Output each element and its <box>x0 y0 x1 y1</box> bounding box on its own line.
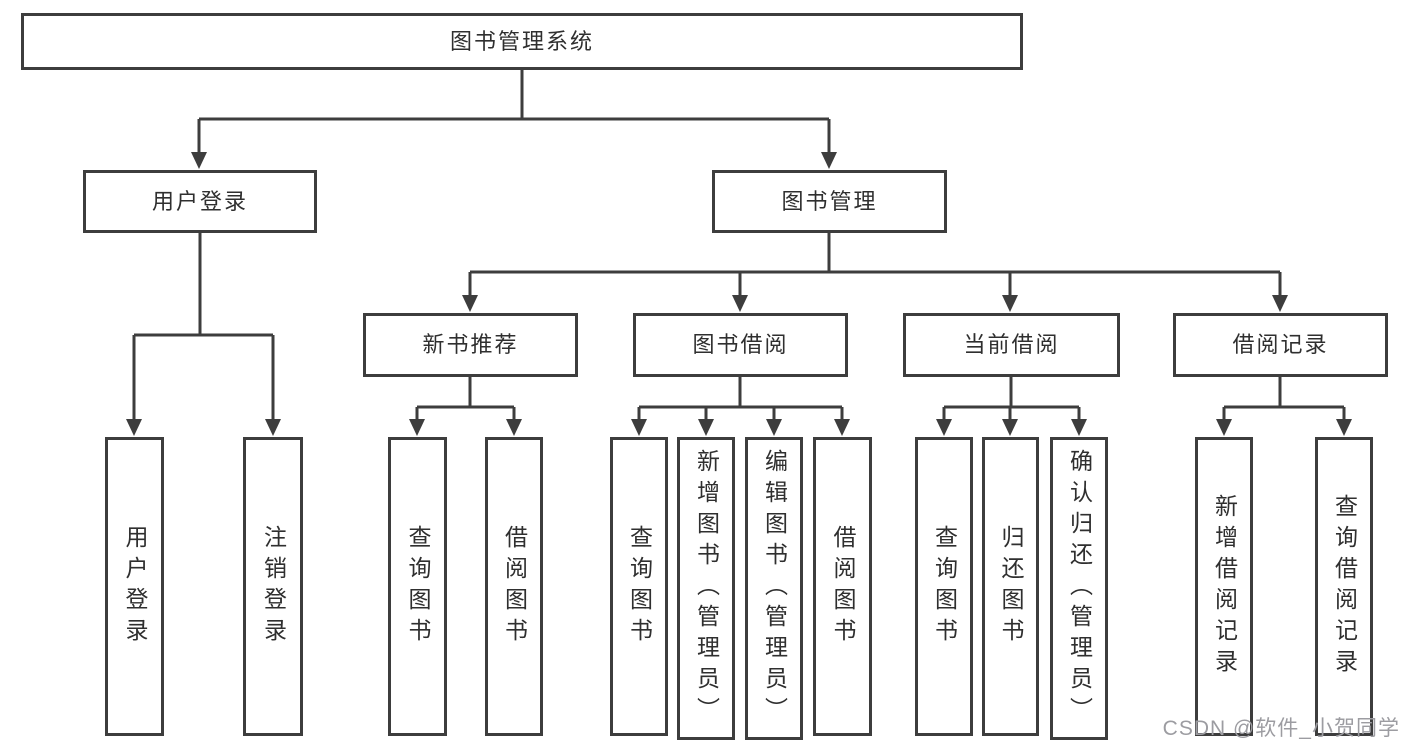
node-current-borrowing: 当前借阅 <box>903 313 1120 377</box>
leaf-add-books-admin-label: 新增图书（管理员） <box>693 449 720 728</box>
leaf-borrow-books: 借阅图书 <box>813 437 872 736</box>
node-user-login: 用户登录 <box>83 170 317 233</box>
leaf-borrow-books-recommend: 借阅图书 <box>485 437 543 736</box>
leaf-query-books-current: 查询图书 <box>915 437 973 736</box>
leaf-add-borrow-record-label: 新增借阅记录 <box>1211 493 1238 680</box>
leaf-edit-books-admin-label: 编辑图书（管理员） <box>761 449 788 728</box>
node-book-borrowing-label: 图书借阅 <box>692 332 789 357</box>
leaf-borrow-books-label: 借阅图书 <box>830 524 856 649</box>
leaf-query-books-recommend-label: 查询图书 <box>405 524 431 649</box>
leaf-query-borrow-record-label: 查询借阅记录 <box>1331 493 1358 680</box>
leaf-confirm-return-admin: 确认归还（管理员） <box>1050 437 1108 740</box>
leaf-user-login: 用户登录 <box>105 437 164 736</box>
leaf-query-books-recommend: 查询图书 <box>388 437 447 736</box>
node-new-book-recommendation-label: 新书推荐 <box>422 332 519 357</box>
leaf-query-books-borrowing-label: 查询图书 <box>626 524 653 649</box>
leaf-logout-label: 注销登录 <box>260 524 287 649</box>
node-book-borrowing: 图书借阅 <box>633 313 848 377</box>
node-book-management-label: 图书管理 <box>781 188 878 214</box>
leaf-confirm-return-admin-label: 确认归还（管理员） <box>1066 449 1093 728</box>
node-borrowing-records: 借阅记录 <box>1173 313 1388 377</box>
leaf-edit-books-admin: 编辑图书（管理员） <box>745 437 803 740</box>
leaf-logout: 注销登录 <box>243 437 303 736</box>
leaf-query-books-current-label: 查询图书 <box>931 524 958 649</box>
csdn-watermark: CSDN @软件_小贺同学 <box>1162 717 1400 740</box>
leaf-add-books-admin: 新增图书（管理员） <box>677 437 735 740</box>
leaf-user-login-label: 用户登录 <box>122 524 148 649</box>
leaf-query-borrow-record: 查询借阅记录 <box>1315 437 1373 736</box>
node-current-borrowing-label: 当前借阅 <box>963 332 1060 357</box>
leaf-query-books-borrowing: 查询图书 <box>610 437 668 736</box>
leaf-add-borrow-record: 新增借阅记录 <box>1195 437 1253 736</box>
leaf-return-books: 归还图书 <box>982 437 1039 736</box>
leaf-borrow-books-recommend-label: 借阅图书 <box>501 524 528 649</box>
node-borrowing-records-label: 借阅记录 <box>1232 332 1329 357</box>
node-book-management: 图书管理 <box>712 170 947 233</box>
node-new-book-recommendation: 新书推荐 <box>363 313 578 377</box>
leaf-return-books-label: 归还图书 <box>998 524 1024 649</box>
node-library-system: 图书管理系统 <box>21 13 1023 70</box>
node-user-login-label: 用户登录 <box>151 188 248 214</box>
node-library-system-label: 图书管理系统 <box>449 28 594 54</box>
